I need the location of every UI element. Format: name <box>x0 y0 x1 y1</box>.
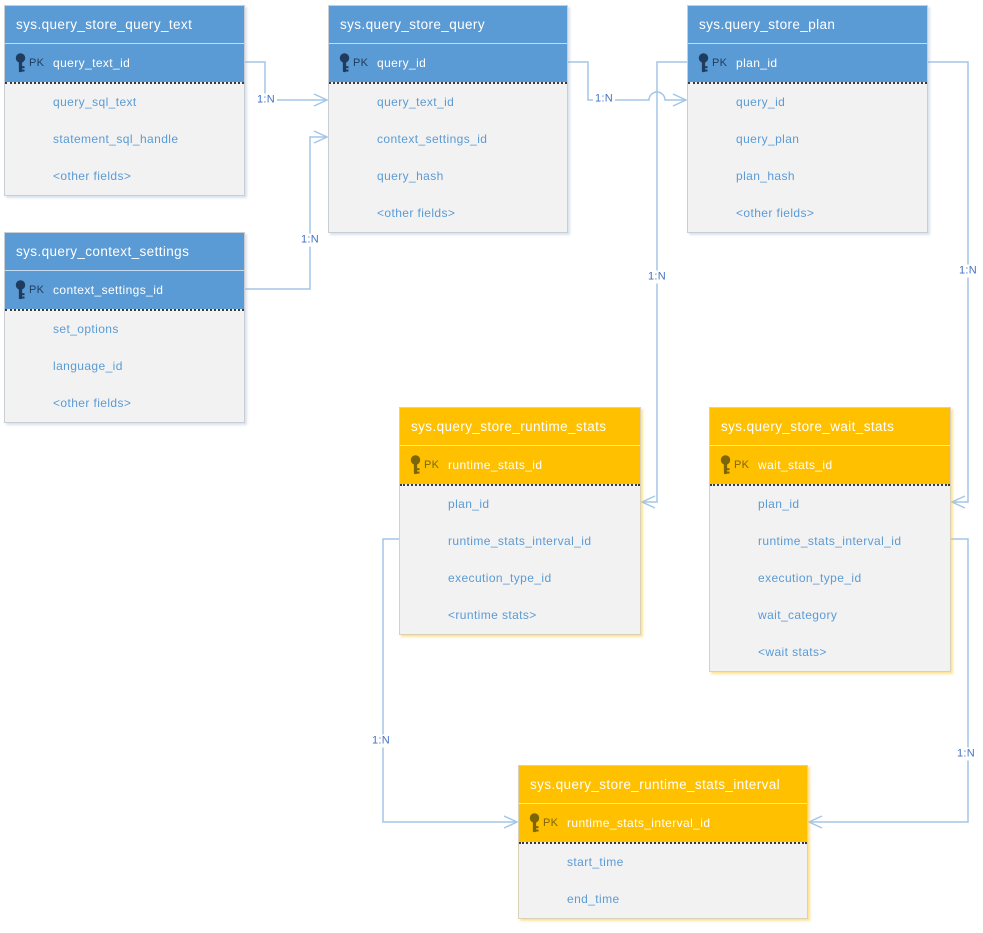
field-row: query_sql_text <box>53 95 137 109</box>
arrowhead-icon <box>950 495 966 509</box>
pk-row: PK query_id <box>329 44 567 82</box>
entity-query-store-query[interactable]: sys.query_store_query PK query_id query_… <box>328 5 568 233</box>
entity-query-store-wait-stats[interactable]: sys.query_store_wait_stats PK wait_stats… <box>709 407 951 672</box>
entity-title: sys.query_context_settings <box>5 233 244 271</box>
field-row: <wait stats> <box>758 645 827 659</box>
connector-plan-to-runtime-stats <box>640 61 687 509</box>
field-list: start_time end_time <box>519 842 807 918</box>
field-list: set_options language_id <other fields> <box>5 309 244 422</box>
entity-query-context-settings[interactable]: sys.query_context_settings PK context_se… <box>4 232 245 423</box>
arrowhead-icon <box>640 495 656 509</box>
cardinality-label: 1:N <box>369 734 393 748</box>
field-list: plan_id runtime_stats_interval_id execut… <box>400 484 640 634</box>
cardinality-label: 1:N <box>645 270 669 284</box>
field-list: query_sql_text statement_sql_handle <oth… <box>5 82 244 195</box>
primary-key-icon <box>15 280 26 300</box>
pk-tag: PK <box>543 817 559 829</box>
cardinality-label: 1:N <box>592 92 616 106</box>
field-row: plan_hash <box>736 169 795 183</box>
field-row: start_time <box>567 855 624 869</box>
pk-tag: PK <box>29 284 45 296</box>
entity-query-store-query-text[interactable]: sys.query_store_query_text PK query_text… <box>4 5 245 196</box>
field-row: plan_id <box>448 497 490 511</box>
entity-title: sys.query_store_query <box>329 6 567 44</box>
field-row: <other fields> <box>53 396 132 410</box>
pk-tag: PK <box>734 459 750 471</box>
field-row: <other fields> <box>377 206 456 220</box>
entity-title: sys.query_store_runtime_stats <box>400 408 640 446</box>
entity-query-store-runtime-stats-interval[interactable]: sys.query_store_runtime_stats_interval P… <box>518 765 808 919</box>
primary-key-icon <box>410 455 421 475</box>
field-row: <runtime stats> <box>448 608 537 622</box>
entity-query-store-runtime-stats[interactable]: sys.query_store_runtime_stats PK runtime… <box>399 407 641 635</box>
field-row: runtime_stats_interval_id <box>758 534 902 548</box>
field-list: plan_id runtime_stats_interval_id execut… <box>710 484 950 671</box>
field-row: wait_category <box>758 608 838 622</box>
pk-row: PK plan_id <box>688 44 927 82</box>
pk-row: PK runtime_stats_id <box>400 446 640 484</box>
field-row: runtime_stats_interval_id <box>448 534 592 548</box>
field-row: query_text_id <box>377 95 455 109</box>
entity-query-store-plan[interactable]: sys.query_store_plan PK plan_id query_id… <box>687 5 928 233</box>
arrowhead-icon <box>807 815 823 829</box>
field-row: execution_type_id <box>448 571 552 585</box>
field-row: execution_type_id <box>758 571 862 585</box>
field-row: query_hash <box>377 169 444 183</box>
field-row: query_plan <box>736 132 800 146</box>
connector-wait-stats-to-interval <box>807 538 969 829</box>
pk-row: PK wait_stats_id <box>710 446 950 484</box>
cardinality-label: 1:N <box>298 233 322 247</box>
pk-row: PK runtime_stats_interval_id <box>519 804 807 842</box>
cardinality-label: 1:N <box>956 264 980 278</box>
entity-title: sys.query_store_plan <box>688 6 927 44</box>
pk-field-name: query_id <box>377 56 427 70</box>
cardinality-label: 1:N <box>954 747 978 761</box>
arrowhead-icon <box>313 130 329 144</box>
connector-runtime-stats-to-interval <box>382 538 519 829</box>
primary-key-icon <box>529 813 540 833</box>
pk-field-name: context_settings_id <box>53 283 164 297</box>
field-row: <other fields> <box>53 169 132 183</box>
connector-plan-to-wait-stats <box>928 61 969 509</box>
arrowhead-icon <box>672 93 688 107</box>
pk-field-name: runtime_stats_interval_id <box>567 816 711 830</box>
arrowhead-icon <box>313 93 329 107</box>
pk-tag: PK <box>424 459 440 471</box>
entity-title: sys.query_store_runtime_stats_interval <box>519 766 807 804</box>
field-row: statement_sql_handle <box>53 132 179 146</box>
pk-tag: PK <box>353 57 369 69</box>
field-list: query_text_id context_settings_id query_… <box>329 82 567 232</box>
pk-tag: PK <box>29 57 45 69</box>
pk-tag: PK <box>712 57 728 69</box>
pk-field-name: query_text_id <box>53 56 131 70</box>
field-row: <other fields> <box>736 206 815 220</box>
connector-context-settings-to-query <box>245 130 329 290</box>
cardinality-label: 1:N <box>254 93 278 107</box>
connector-query-to-plan <box>568 61 688 107</box>
field-row: language_id <box>53 359 123 373</box>
field-row: context_settings_id <box>377 132 488 146</box>
pk-field-name: plan_id <box>736 56 778 70</box>
pk-row: PK context_settings_id <box>5 271 244 309</box>
pk-field-name: wait_stats_id <box>758 458 833 472</box>
field-row: end_time <box>567 892 620 906</box>
primary-key-icon <box>698 53 709 73</box>
field-list: query_id query_plan plan_hash <other fie… <box>688 82 927 232</box>
field-row: query_id <box>736 95 786 109</box>
primary-key-icon <box>15 53 26 73</box>
entity-title: sys.query_store_query_text <box>5 6 244 44</box>
arrowhead-icon <box>503 815 519 829</box>
primary-key-icon <box>339 53 350 73</box>
entity-title: sys.query_store_wait_stats <box>710 408 950 446</box>
field-row: set_options <box>53 322 119 336</box>
pk-row: PK query_text_id <box>5 44 244 82</box>
pk-field-name: runtime_stats_id <box>448 458 543 472</box>
primary-key-icon <box>720 455 731 475</box>
connector-query-text-to-query <box>245 61 329 107</box>
field-row: plan_id <box>758 497 800 511</box>
